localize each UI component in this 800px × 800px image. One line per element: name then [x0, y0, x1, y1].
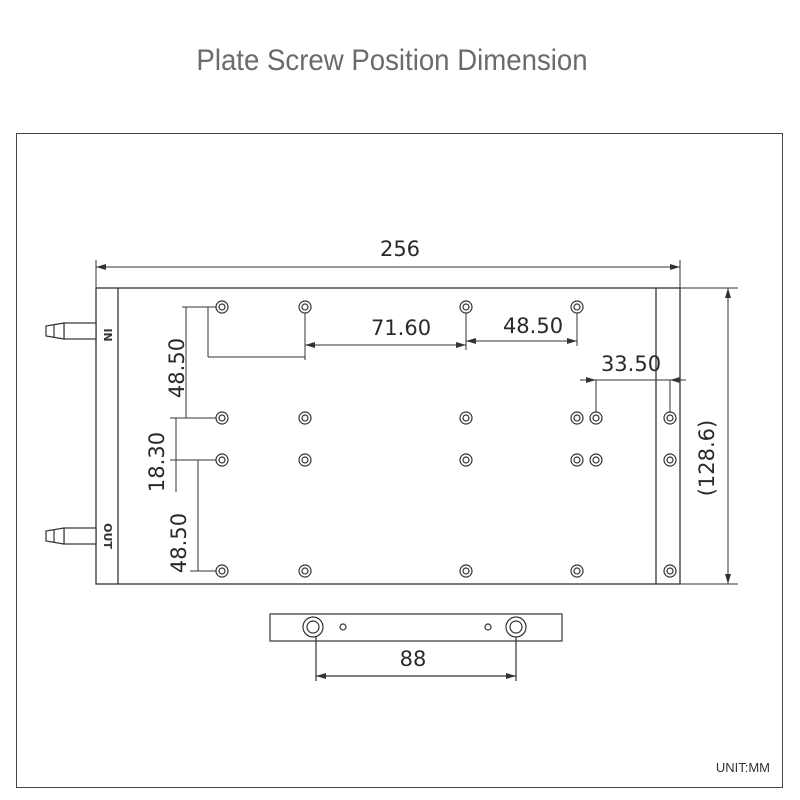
screw-hole [298, 300, 312, 314]
screw-hole [459, 411, 473, 425]
screw-hole [215, 411, 229, 425]
screw-hole [570, 411, 584, 425]
overall-height-label: (128.6) [695, 420, 719, 497]
gap-71-label: 71.60 [371, 316, 431, 340]
screw-hole [298, 453, 312, 467]
side-view-arrows [316, 673, 516, 679]
out-port-label: OUT [101, 523, 114, 549]
drawing-frame [16, 133, 783, 788]
screw-hole [570, 564, 584, 578]
screw-hole [663, 411, 677, 425]
inlet-fitting [45, 322, 97, 340]
vert-48-top-label: 48.50 [165, 338, 189, 398]
vert-18-label: 18.30 [145, 432, 169, 492]
gap-48-top-label: 48.50 [503, 314, 563, 338]
screw-hole [459, 453, 473, 467]
screw-hole [663, 453, 677, 467]
screw-hole [589, 411, 603, 425]
screw-hole [215, 564, 229, 578]
fitting-spacing-label: 88 [400, 647, 427, 671]
screw-hole [570, 453, 584, 467]
dimension-arrows [96, 264, 731, 584]
screw-hole [589, 453, 603, 467]
screw-hole [663, 564, 677, 578]
dimension-lines [95, 260, 738, 585]
unit-label: UNIT:MM [716, 760, 770, 775]
screw-hole [215, 453, 229, 467]
screw-hole [570, 300, 584, 314]
screw-holes [215, 300, 677, 578]
screw-hole [298, 411, 312, 425]
cold-plate [95, 287, 681, 585]
gap-33-label: 33.50 [601, 352, 661, 376]
screw-hole [459, 564, 473, 578]
diagram-title: Plate Screw Position Dimension [196, 44, 588, 77]
screw-hole [215, 300, 229, 314]
side-view [269, 613, 563, 681]
screw-hole [459, 300, 473, 314]
screw-hole [298, 564, 312, 578]
in-port-label: IN [101, 328, 114, 341]
outlet-fitting [45, 527, 97, 545]
vert-48-bottom-label: 48.50 [167, 513, 191, 573]
overall-width-label: 256 [380, 237, 420, 261]
